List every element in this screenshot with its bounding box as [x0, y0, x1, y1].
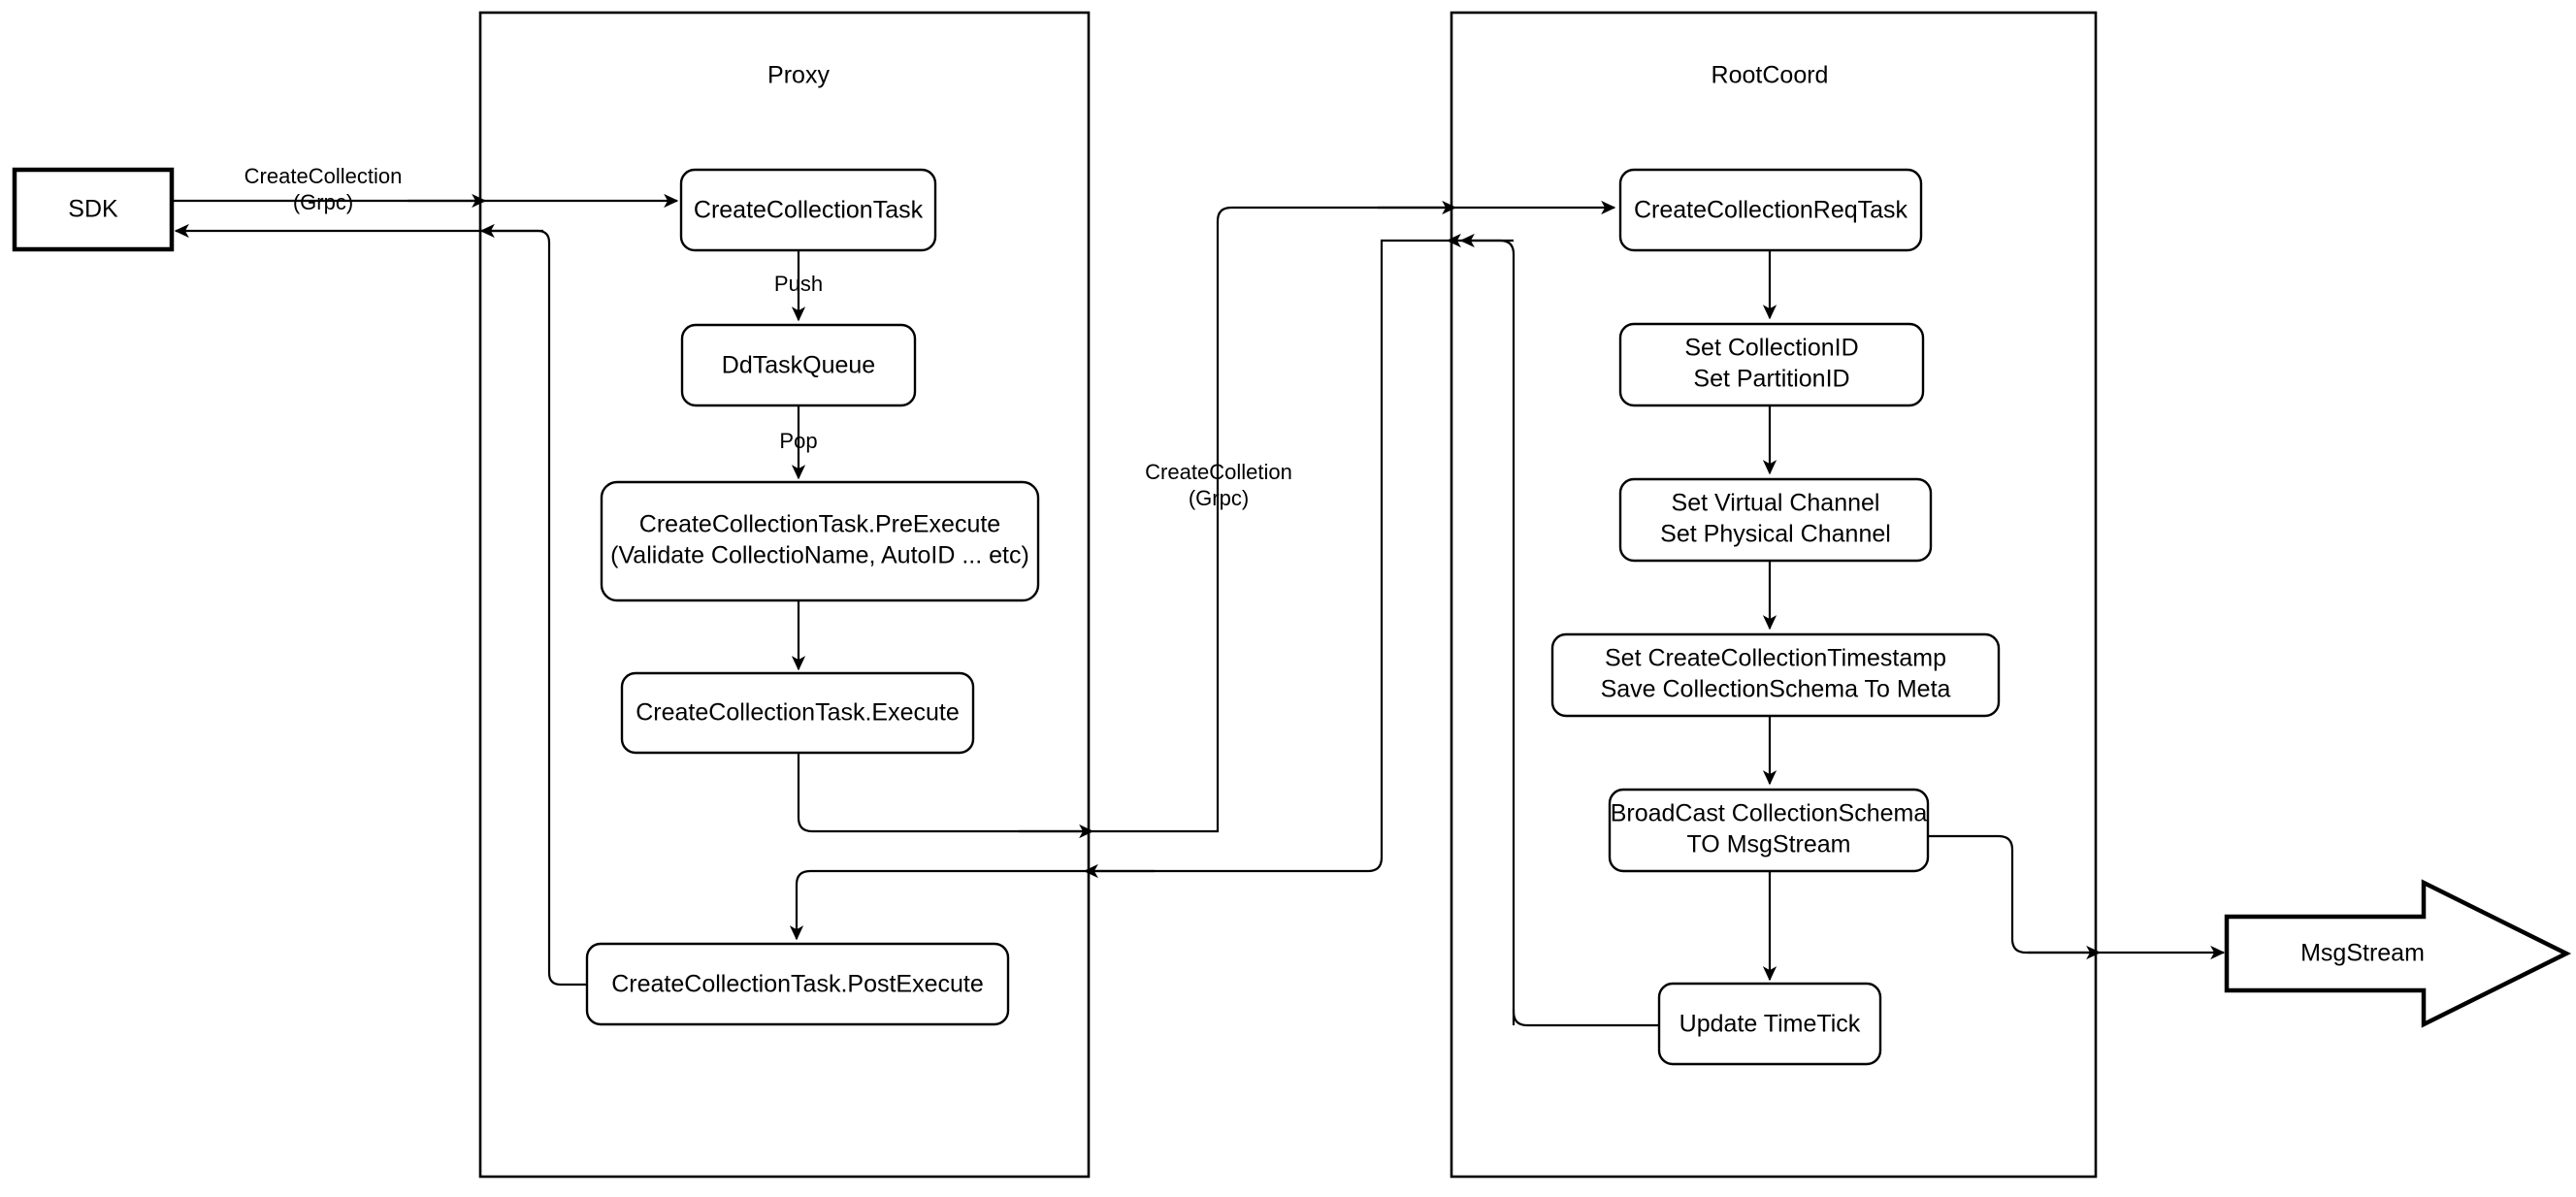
node-pre-execute[interactable]: CreateCollectionTask.PreExecute (Validat…	[600, 480, 1040, 602]
node-pre-execute-line2: (Validate CollectioName, AutoID ... etc)	[610, 542, 1029, 569]
node-create-collection-req-task[interactable]: CreateCollectionReqTask	[1618, 168, 1923, 252]
edge-grpc-up-to-rootcoord	[1092, 206, 1448, 833]
node-set-channels[interactable]: Set Virtual Channel Set Physical Channel	[1618, 477, 1933, 563]
node-set-ids-line1: Set CollectionID	[1684, 335, 1858, 362]
edge-return-to-postexecute	[789, 869, 1085, 941]
node-sdk-label: SDK	[68, 196, 118, 223]
node-sdk[interactable]: SDK	[12, 167, 175, 252]
edge-timetick-to-return	[1512, 1009, 1659, 1027]
edge-label-sdk-grpc-line2: (Grpc)	[293, 190, 353, 214]
edge-label-pop: Pop	[779, 429, 817, 453]
node-execute[interactable]: CreateCollectionTask.Execute	[620, 671, 975, 755]
node-broadcast-line1: BroadCast CollectionSchema	[1611, 800, 1928, 827]
node-dd-task-queue-label: DdTaskQueue	[722, 352, 875, 379]
node-set-timestamp-line2: Save CollectionSchema To Meta	[1601, 676, 1951, 703]
edge-label-grpc-line2: (Grpc)	[1189, 486, 1249, 510]
node-create-collection-task[interactable]: CreateCollectionTask	[679, 168, 937, 252]
node-update-timetick[interactable]: Update TimeTick	[1657, 982, 1882, 1066]
node-create-collection-req-task-label: CreateCollectionReqTask	[1634, 197, 1908, 224]
container-rootcoord-label: RootCoord	[1712, 62, 1829, 89]
edge-execute-to-rootcoord	[797, 752, 1085, 833]
node-set-timestamp-save-meta[interactable]: Set CreateCollectionTimestamp Save Colle…	[1550, 632, 2001, 718]
node-set-channels-line2: Set Physical Channel	[1660, 521, 1891, 548]
container-proxy-label: Proxy	[767, 62, 830, 89]
node-broadcast-line2: TO MsgStream	[1686, 831, 1850, 858]
node-create-collection-task-label: CreateCollectionTask	[694, 197, 924, 224]
node-execute-label: CreateCollectionTask.Execute	[636, 699, 960, 727]
node-set-channels-line1: Set Virtual Channel	[1672, 490, 1880, 517]
node-set-ids[interactable]: Set CollectionID Set PartitionID	[1618, 322, 1925, 407]
node-update-timetick-label: Update TimeTick	[1679, 1011, 1861, 1038]
edge-broadcast-to-msgstream	[1927, 834, 2092, 954]
node-post-execute-label: CreateCollectionTask.PostExecute	[611, 971, 984, 998]
edge-label-sdk-grpc-line1: CreateCollection	[245, 164, 403, 188]
node-msgstream[interactable]: MsgStream	[2224, 879, 2572, 1028]
node-dd-task-queue[interactable]: DdTaskQueue	[680, 323, 917, 407]
node-post-execute[interactable]: CreateCollectionTask.PostExecute	[585, 942, 1010, 1026]
edge-rootcoord-return-down	[1096, 239, 1448, 873]
node-set-ids-line2: Set PartitionID	[1693, 366, 1849, 393]
node-msgstream-label: MsgStream	[2300, 940, 2425, 967]
node-pre-execute-line1: CreateCollectionTask.PreExecute	[639, 511, 1000, 538]
node-set-timestamp-line1: Set CreateCollectionTimestamp	[1605, 645, 1946, 672]
edge-label-grpc-line1: CreateColletion	[1145, 460, 1292, 484]
node-broadcast-collection-schema[interactable]: BroadCast CollectionSchema TO MsgStream	[1608, 788, 1930, 873]
edge-label-push: Push	[774, 272, 823, 296]
